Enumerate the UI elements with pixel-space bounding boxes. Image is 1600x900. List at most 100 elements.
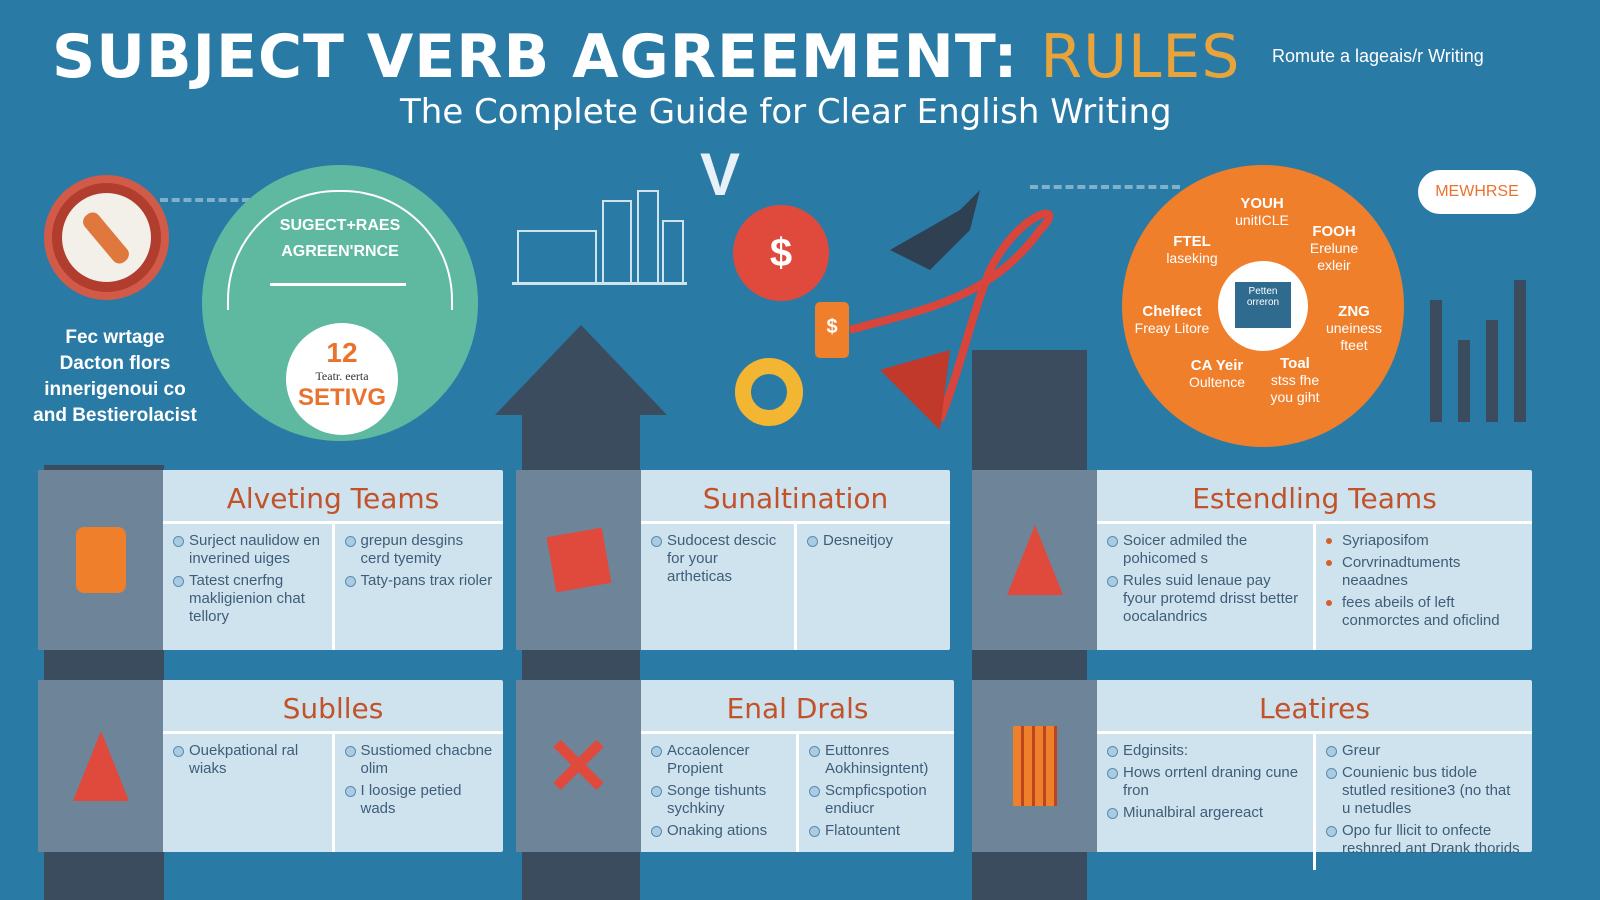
card-column: Sustiomed chacbne olim I loosige petied w…: [331, 734, 504, 852]
page-title: SUBJECT VERB AGREEMENT: RULES: [52, 22, 1240, 92]
box-icon: [516, 470, 641, 650]
bullet-item: Ouekpational ral wiaks: [173, 742, 322, 778]
bullet-item: Soicer admiled the pohicomed s: [1107, 532, 1303, 568]
segment-text: Erelune exleir: [1309, 240, 1359, 273]
card-title: Sunaltination: [641, 470, 950, 524]
pencil-medallion-icon: [44, 175, 169, 300]
bullet-item: Corvrinadtuments neaadnes: [1326, 554, 1522, 590]
arrow-up-icon: [495, 325, 667, 415]
teal-circle: SUGECT+RAES AGREEN'RNCE 12 Teatr. eerta …: [202, 165, 478, 441]
segment-title: ZNG: [1338, 303, 1370, 320]
card-column: Edginsits: Hows orrtenl draning cune fron…: [1097, 734, 1313, 870]
card-column: Sudocest descic for your artheticas: [641, 524, 794, 650]
bar-chart-icon: [972, 680, 1097, 852]
x-icon: ✕: [516, 680, 641, 852]
dashed-connector: [160, 198, 250, 202]
left-description: Fec wrtage Dacton flors innerigenoui co …: [20, 325, 210, 429]
segment-text: unitICLE: [1235, 212, 1289, 228]
double-arrow-icon: [270, 283, 406, 286]
bullet-item: Taty-pans trax rioler: [344, 572, 494, 590]
title-accent: RULES: [1040, 22, 1241, 92]
card-column: Euttonres Aokhinsigntent) Scmpficspotion …: [796, 734, 954, 852]
count-word: SETIVG: [297, 384, 387, 411]
bar-icon: [1430, 300, 1442, 422]
ribbon-icon: [848, 190, 1054, 430]
bullet-item: Greur: [1326, 742, 1522, 760]
bullet-item: I loosige petied wads: [344, 782, 494, 818]
bar-icon: [1458, 340, 1470, 422]
bullet-item: Surject naulidow en inverined uiges: [173, 532, 322, 568]
bullet-item: Desneitjoy: [807, 532, 940, 550]
teal-heading: AGREEN'RNCE: [281, 243, 399, 260]
left-line: and Bestierolacist: [33, 405, 197, 426]
card-title: Leatires: [1097, 680, 1532, 734]
bar-icon: [1514, 280, 1526, 422]
shirt-icon: [38, 470, 163, 650]
card-column: Desneitjoy: [794, 524, 950, 650]
card-title: Enal Drals: [641, 680, 954, 734]
cone-icon: [38, 680, 163, 852]
bullet-item: Tatest cnerfng makligienion chat tellory: [173, 572, 322, 626]
card-title: Alveting Teams: [163, 470, 503, 524]
bullet-item: Opo fur llicit to onfecte reshnred ant D…: [1326, 822, 1522, 858]
cone-icon: [972, 470, 1097, 650]
segment-text: Freay Litore: [1134, 320, 1210, 336]
tagline: Romute a lageais/r Writing: [1272, 46, 1484, 66]
bullet-item: Accaolencer Propient: [651, 742, 786, 778]
left-line: Dacton flors: [59, 353, 171, 374]
city-icon: [512, 190, 687, 285]
bullet-item: fees abeils of left conmorctes and oficl…: [1326, 594, 1522, 630]
bar-icon: [1486, 320, 1498, 422]
segment-text: uneiness fteet: [1325, 320, 1383, 353]
segment-title: FTEL: [1173, 233, 1211, 250]
segment-title: Toal: [1280, 355, 1310, 372]
segment-text: Oultence: [1188, 374, 1246, 390]
bullet-item: grepun desgins cerd tyemity: [344, 532, 494, 568]
teal-heading: SUGECT+RAES: [279, 217, 401, 234]
count-caption: Teatr. eerta: [315, 369, 369, 383]
segment-text: stss fhe you giht: [1270, 372, 1320, 405]
card-column: Ouekpational ral wiaks: [163, 734, 332, 852]
bullet-item: Counienic bus tidole stutled resitione3 …: [1326, 764, 1522, 818]
bullet-item: Flatountent: [809, 822, 944, 840]
title-main: SUBJECT VERB AGREEMENT:: [52, 22, 1019, 92]
bullet-item: Euttonres Aokhinsigntent): [809, 742, 944, 778]
card-title: Estendling Teams: [1097, 470, 1532, 524]
count-badge: 12 Teatr. eerta SETIVG: [286, 323, 398, 435]
left-line: Fec wrtage: [65, 327, 165, 348]
bullet-item: Onaking ations: [651, 822, 786, 840]
segment-title: CA Yeir: [1190, 357, 1244, 374]
bullet-item: Edginsits:: [1107, 742, 1303, 760]
bullet-item: Hows orrtenl draning cune fron: [1107, 764, 1303, 800]
v-letter-icon: V: [700, 141, 741, 208]
bullet-item: Sustiomed chacbne olim: [344, 742, 494, 778]
gear-icon: [735, 358, 803, 426]
segment-text: laseking: [1166, 250, 1218, 266]
bullet-item: Songe tishunts sychkiny: [651, 782, 786, 818]
card-title: Sublles: [163, 680, 503, 734]
dollar-gear-icon: $: [733, 205, 829, 301]
segment-title: Chelfect: [1142, 303, 1202, 320]
bullet-item: Syriaposifom: [1326, 532, 1522, 550]
segment-title: FOOH: [1312, 223, 1356, 240]
cloud-label: MEWHRSE: [1418, 170, 1536, 214]
bullet-item: Miunalbiral argereact: [1107, 804, 1303, 822]
count-number: 12: [326, 337, 358, 368]
bullet-item: Sudocest descic for your artheticas: [651, 532, 784, 586]
subtitle: The Complete Guide for Clear English Wri…: [400, 92, 1172, 132]
segment-title: YOUH: [1240, 195, 1284, 212]
wheel-center: Petten orreron: [1235, 282, 1291, 328]
bullet-item: Scmpficspotion endiucr: [809, 782, 944, 818]
